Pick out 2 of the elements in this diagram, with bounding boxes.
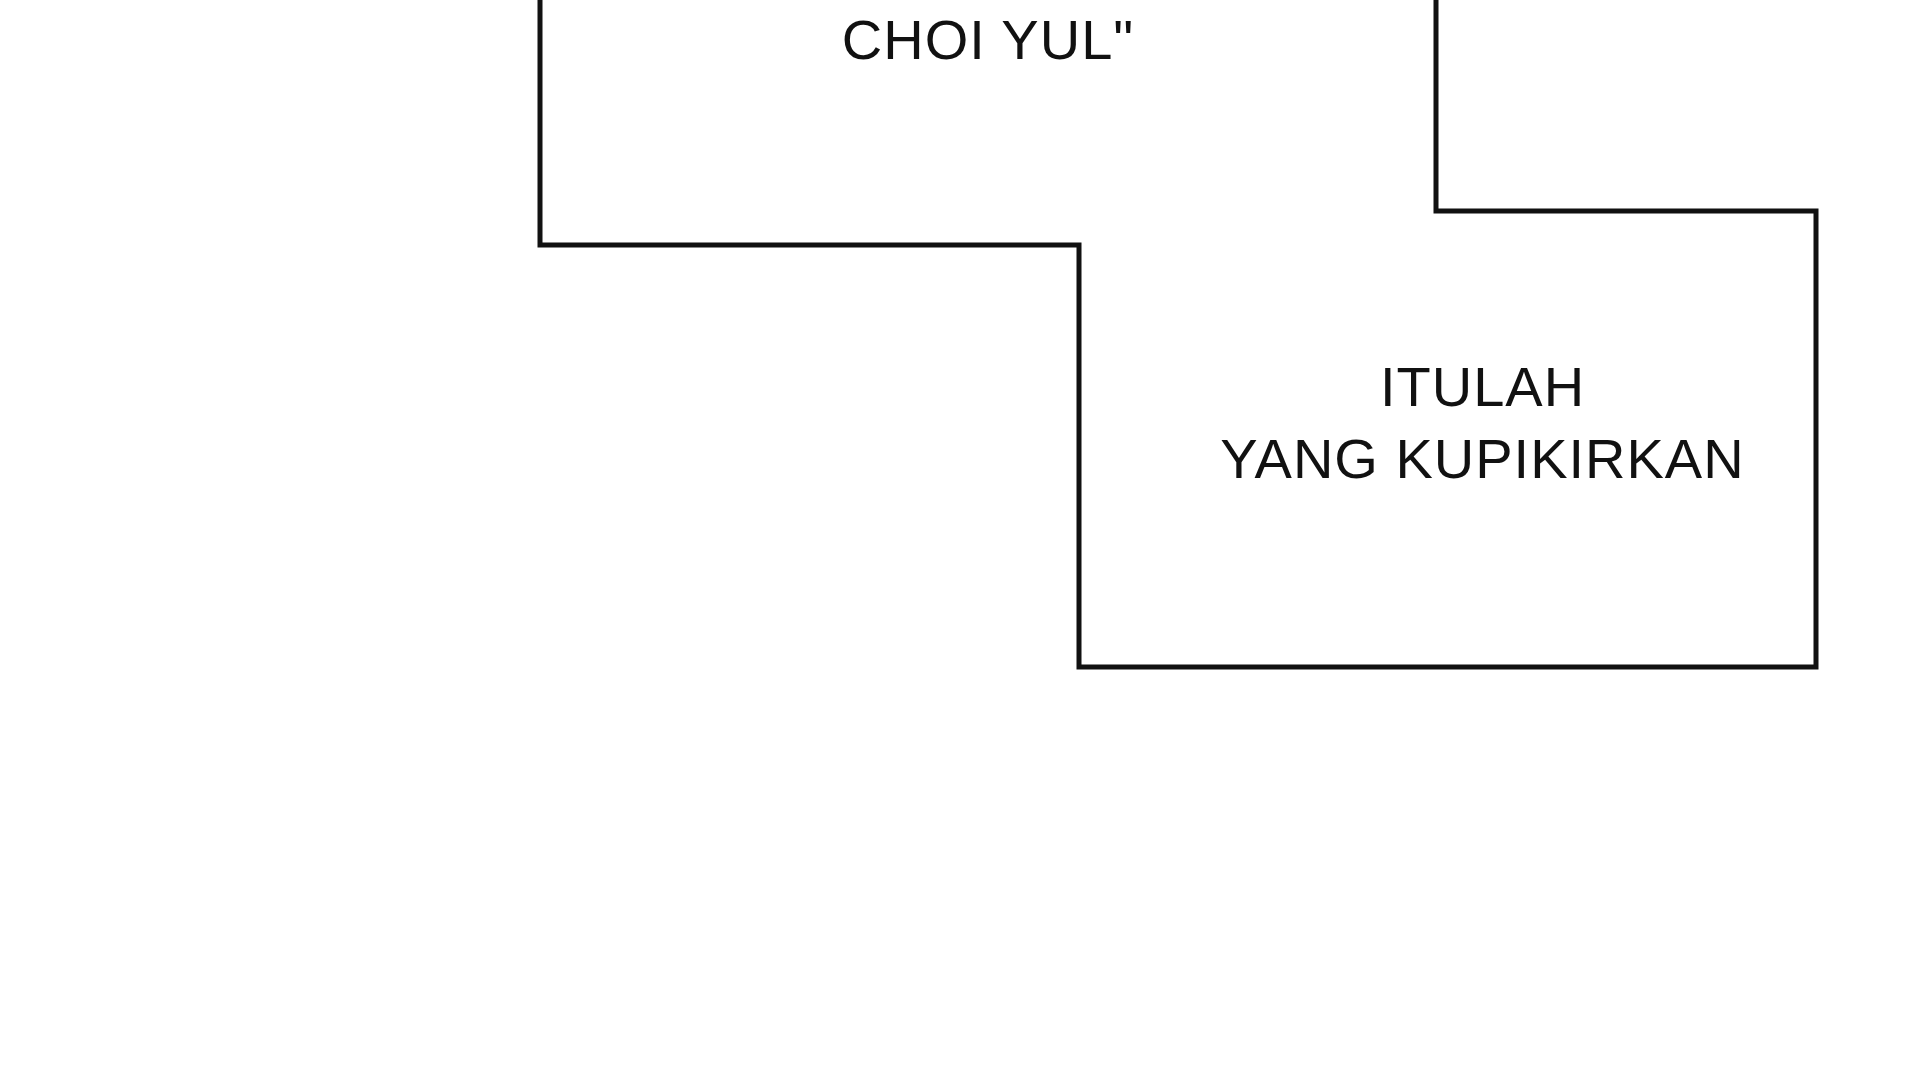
caption-text: ITULAH YANG KUPIKIRKAN bbox=[1219, 354, 1746, 492]
caption-text: CHOI YUL" bbox=[840, 7, 1136, 73]
